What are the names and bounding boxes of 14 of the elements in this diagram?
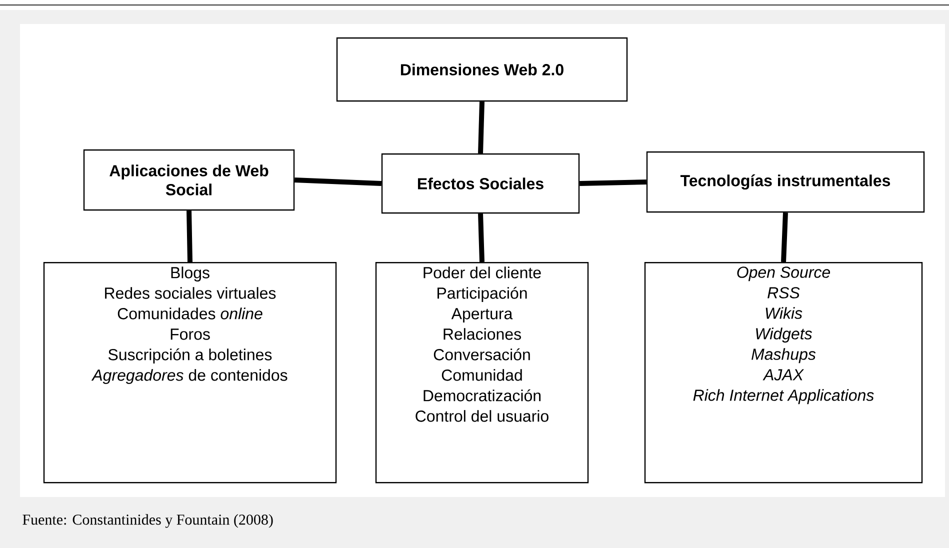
list-box: Open Source RSS Wikis Widgets Mashups AJAX Rich Internet Applications bbox=[644, 262, 923, 484]
connector-line bbox=[781, 212, 788, 262]
list-box: Poder del cliente Participación Apertura Relaciones Conversación Comunidad Democratización Control del usuario bbox=[375, 262, 589, 484]
connector-line bbox=[186, 210, 192, 262]
connector-line bbox=[294, 178, 382, 186]
title-box: Dimensiones Web 2.0 bbox=[336, 37, 628, 102]
connector-line bbox=[580, 180, 646, 186]
connector-line bbox=[478, 214, 484, 262]
category-box: Efectos Sociales bbox=[381, 153, 580, 214]
category-box: Aplicaciones de Web Social bbox=[83, 149, 295, 211]
list-box: Blogs Redes sociales virtuales Comunidades online Foros Suscripción a boletines Agregadores de contenidos bbox=[43, 262, 337, 484]
connector-line bbox=[478, 102, 484, 154]
caption: Fuente: Constantinides y Fountain (2008) bbox=[22, 514, 273, 528]
category-box: Tecnologías instrumentales bbox=[646, 151, 925, 213]
